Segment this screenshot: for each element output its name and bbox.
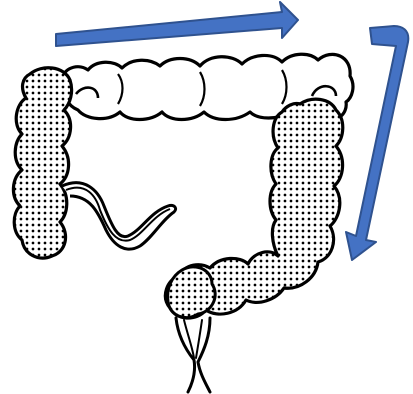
right-arrow-icon: [56, 2, 298, 46]
down-arrow-icon: [346, 26, 408, 260]
ascending-colon: [13, 68, 71, 258]
sigmoid-colon: [168, 267, 216, 318]
